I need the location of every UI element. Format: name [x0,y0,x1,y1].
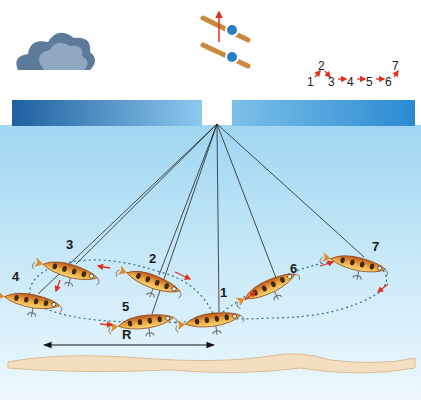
dimension-line [44,344,214,345]
jig-lure [0,288,64,322]
motion-arrow [357,78,365,79]
seabed [8,354,415,373]
radius-label: R [122,328,131,341]
callout-number: 2 [149,252,156,265]
motion-arrow [376,78,384,79]
sequence-number: 3 [328,76,335,88]
callout-number: 1 [220,286,227,299]
callout-number: 6 [290,262,297,275]
jig-lure [318,250,390,286]
motion-arrow [175,272,190,279]
sequence-number: 5 [366,76,373,88]
motion-arrow [56,280,60,291]
sequence-number: 1 [307,76,314,88]
jig-lure [29,255,101,294]
fishing-line [159,124,217,275]
sequence-number: 6 [385,76,392,88]
jig-lure [107,311,178,342]
cloud [16,33,95,70]
callout-number: 5 [122,300,129,313]
fishing-line [38,124,217,294]
motion-arrow [100,324,112,325]
callout-number: 4 [12,270,19,283]
fishing-line [217,124,276,278]
callout-number: 3 [66,238,73,251]
sequence-number: 4 [347,76,354,88]
callout-number: 7 [372,240,379,253]
sequence-number: 2 [318,60,325,72]
motion-arrow [378,284,388,292]
motion-arrow [320,262,333,266]
jig-lure [174,309,245,340]
sequence-number: 7 [392,60,399,72]
fishing-line [76,124,217,264]
motion-arrow [245,292,255,300]
motion-arrow [98,266,110,268]
fishing-line [217,124,364,257]
motion-arrow [338,78,346,79]
fishing-line [217,124,219,312]
fishing-rod [203,12,248,66]
